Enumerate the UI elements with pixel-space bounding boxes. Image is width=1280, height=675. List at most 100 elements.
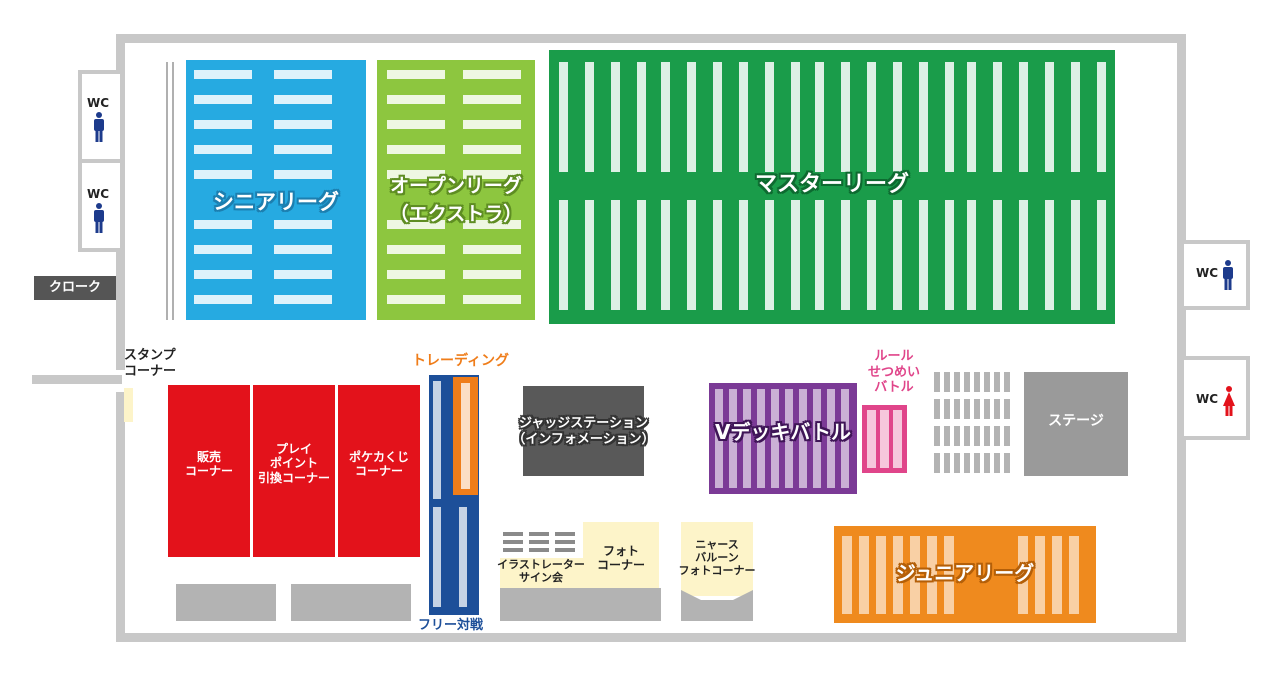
strip-line [166,62,168,320]
table-block [841,389,849,488]
photo-line-1: フォト [602,544,639,558]
table-block [611,200,620,310]
seat-block [934,372,940,392]
seat-block [964,426,970,446]
table-block [274,120,332,129]
table-block [387,270,445,279]
bench [529,532,549,536]
vdeck-battle-label: Vデッキバトル [714,420,852,444]
table-block [274,270,332,279]
table-block [713,62,722,172]
wc-block-right-1 [1180,240,1250,310]
stamp-line-2: コーナー [124,363,177,379]
table-block [785,389,793,488]
table-block [194,170,252,179]
table-block [743,389,751,488]
seat-block [974,399,980,419]
seat-block [994,372,1000,392]
illustrator-sign-area [500,558,583,588]
table-block [585,200,594,310]
table-block [842,536,852,614]
seat-block [984,399,990,419]
seat-block [944,399,950,419]
vdeck-battle-area [709,383,857,494]
wc-label: WC [1196,266,1219,280]
seat-block [974,453,980,473]
table-block [893,410,902,468]
table-block [274,70,332,79]
junior-league-area [834,526,1096,623]
table-block [945,200,954,310]
table-block [274,170,332,179]
female-person-icon [1223,386,1235,416]
play-point-corner-area [253,385,335,557]
table-block [815,200,824,310]
table-block [815,62,824,172]
table-block [919,200,928,310]
table-block [559,200,568,310]
table-block [194,220,252,229]
seat-block [984,372,990,392]
table-block [194,245,252,254]
seat-block [934,399,940,419]
seat-block [954,426,960,446]
nyarth-photo-label: ニャース バルーン フォトコーナー [670,538,764,578]
cloak-counter: クローク [34,276,116,300]
table-block [274,95,332,104]
table-block [194,270,252,279]
table-block [433,381,441,499]
table-block [993,200,1002,310]
table-block [1071,200,1080,310]
bench [555,532,575,536]
wc-label: WC [87,96,110,110]
table-block [1019,200,1028,310]
open-league-label-1: オープンリーグ [390,175,522,197]
seat-block [974,372,980,392]
table-block [194,95,252,104]
illustrator-sign-label: イラストレーター サイン会 [496,558,586,584]
bench [503,540,523,544]
seat-block [964,372,970,392]
table-block [880,410,889,468]
bench [503,532,523,536]
table-block [559,62,568,172]
table-block [463,120,521,129]
table-block [893,62,902,172]
table-block [841,62,850,172]
seat-block [964,453,970,473]
table-block [1052,536,1062,614]
kuji-corner-area [338,385,420,557]
table-block [387,120,445,129]
wc-label: WC [87,187,110,201]
table-block [387,145,445,154]
table-block [771,389,779,488]
male-person-icon [1223,260,1233,290]
free-battle-label: フリー対戦 [418,618,484,633]
table-block [791,200,800,310]
seat-block [944,372,950,392]
master-league-label: マスターリーグ [754,172,909,197]
table-block [387,70,445,79]
table-block [274,245,332,254]
play-line-1: プレイ [275,442,312,456]
senior-league-area [186,60,366,320]
open-league-area [377,60,535,320]
nyarth-photo-area [681,522,753,596]
stamp-table [124,388,133,422]
table-block [611,62,620,172]
play-point-corner-label: プレイ ポイント 引換コーナー [253,442,335,485]
photo-corner-area [583,522,659,588]
table-block [387,295,445,304]
play-line-2: ポイント [269,456,318,471]
illustrator-photo-wall [500,588,661,621]
kuji-line-2: コーナー [354,464,403,479]
seat-block [934,453,940,473]
rules-battle-area [862,405,907,473]
table-block [461,383,470,489]
seat-block [1004,372,1010,392]
bench [555,540,575,544]
table-block [867,410,876,468]
wc-block-right-2 [1180,356,1250,440]
table-block [919,62,928,172]
table-block [463,170,521,179]
